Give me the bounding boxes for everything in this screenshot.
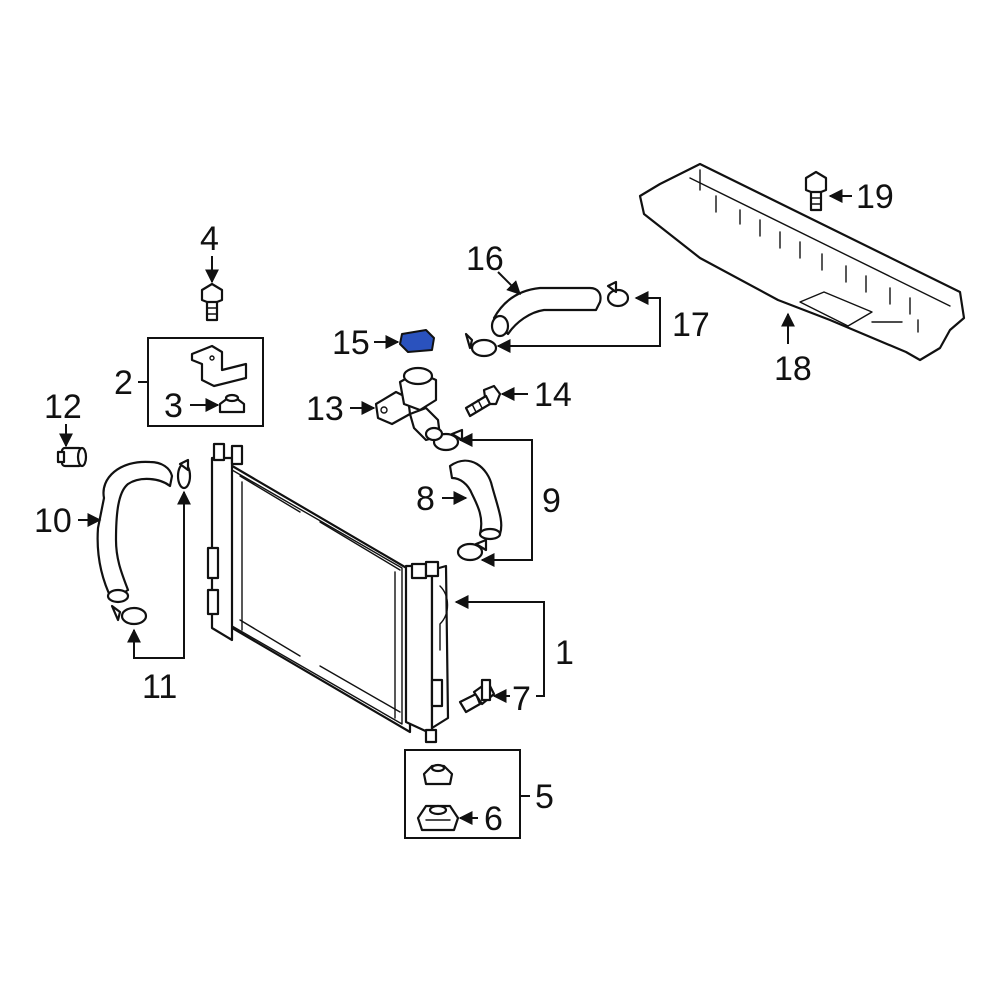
drain-plug [458,678,496,714]
clamp-lower [456,538,488,562]
callout-10: 10 [34,502,72,540]
callout-17: 17 [672,306,710,344]
callout-8: 8 [416,480,435,518]
gasket-highlight [399,329,435,353]
bolt-part-4 [200,282,224,322]
callout-16: 16 [466,240,504,278]
mount-insulator [416,804,460,832]
callout-13: 13 [306,390,344,428]
hose-part-16 [490,286,602,338]
callout-1: 1 [555,634,574,672]
bolt-part-14 [464,384,502,418]
callout-19: 19 [856,178,894,216]
callout-6: 6 [484,800,503,838]
plug-part-12 [56,446,88,468]
callout-2: 2 [114,364,133,402]
callout-4: 4 [200,220,219,258]
air-guide-panel [638,162,966,362]
part-5-box [404,749,521,839]
callout-15: 15 [332,324,370,362]
clamp-11-a [176,458,192,490]
callout-3: 3 [164,387,183,425]
callout-18: 18 [774,350,812,388]
clamp-17-b [464,332,498,358]
bracket [190,344,248,388]
callout-7: 7 [512,680,531,718]
callout-14: 14 [534,376,572,414]
callout-5: 5 [535,778,554,816]
radiator [206,442,450,744]
callout-11: 11 [142,668,177,706]
mount-cushion [422,763,454,786]
hose-part-10 [96,460,174,604]
clamp-17-a [606,280,630,308]
callout-12: 12 [44,388,82,426]
leader-lines [59,189,852,825]
grommet [218,393,246,414]
callout-9: 9 [542,482,561,520]
clamp-11-b [110,604,148,626]
bolt-part-19 [804,170,828,212]
hose-part-8 [448,459,503,541]
water-outlet [374,366,444,442]
